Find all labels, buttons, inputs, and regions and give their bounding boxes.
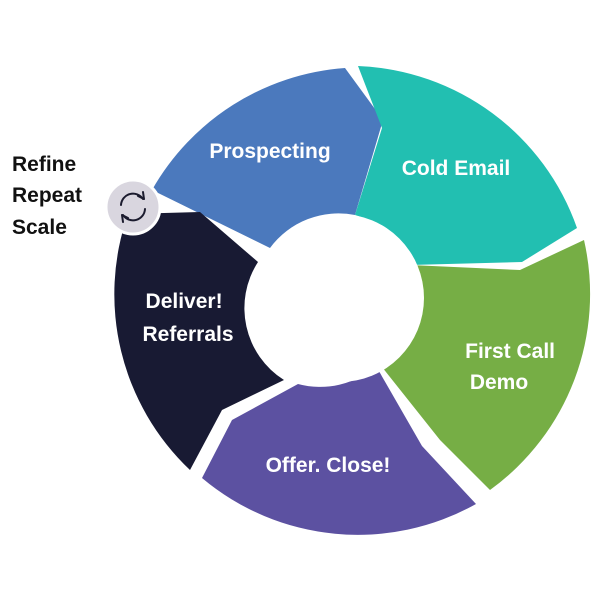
side-note: Refine Repeat Scale bbox=[12, 153, 88, 239]
segment-prospecting-label: Prospecting bbox=[209, 140, 330, 163]
side-note-line-scale: Scale bbox=[12, 216, 67, 239]
center-hole bbox=[256, 214, 424, 382]
segment-offer-close: Offer. Close! bbox=[202, 366, 476, 535]
segment-cold-email-label: Cold Email bbox=[402, 157, 511, 180]
segment-deliver-referrals-shape bbox=[114, 212, 284, 470]
refresh-cycle-icon bbox=[104, 178, 162, 236]
refresh-icon-background bbox=[104, 178, 162, 236]
segment-first-call-demo: First Call Demo bbox=[378, 240, 591, 490]
side-note-line-repeat: Repeat bbox=[12, 184, 82, 207]
segment-deliver-referrals: Deliver! Referrals bbox=[114, 212, 284, 470]
refresh-arrows bbox=[120, 191, 146, 223]
side-note-line-refine: Refine bbox=[12, 153, 76, 176]
segment-prospecting: Prospecting bbox=[152, 68, 383, 248]
segment-prospecting-shape bbox=[152, 68, 383, 248]
segment-first-call-demo-label: First Call Demo bbox=[465, 340, 561, 394]
segment-cold-email: Cold Email bbox=[355, 66, 577, 265]
segment-deliver-referrals-label: Deliver! Referrals bbox=[142, 290, 233, 346]
segment-cold-email-shape bbox=[355, 66, 577, 265]
segment-offer-close-label: Offer. Close! bbox=[266, 454, 391, 477]
segment-first-call-demo-shape bbox=[378, 240, 591, 490]
segment-offer-close-shape bbox=[202, 366, 476, 535]
